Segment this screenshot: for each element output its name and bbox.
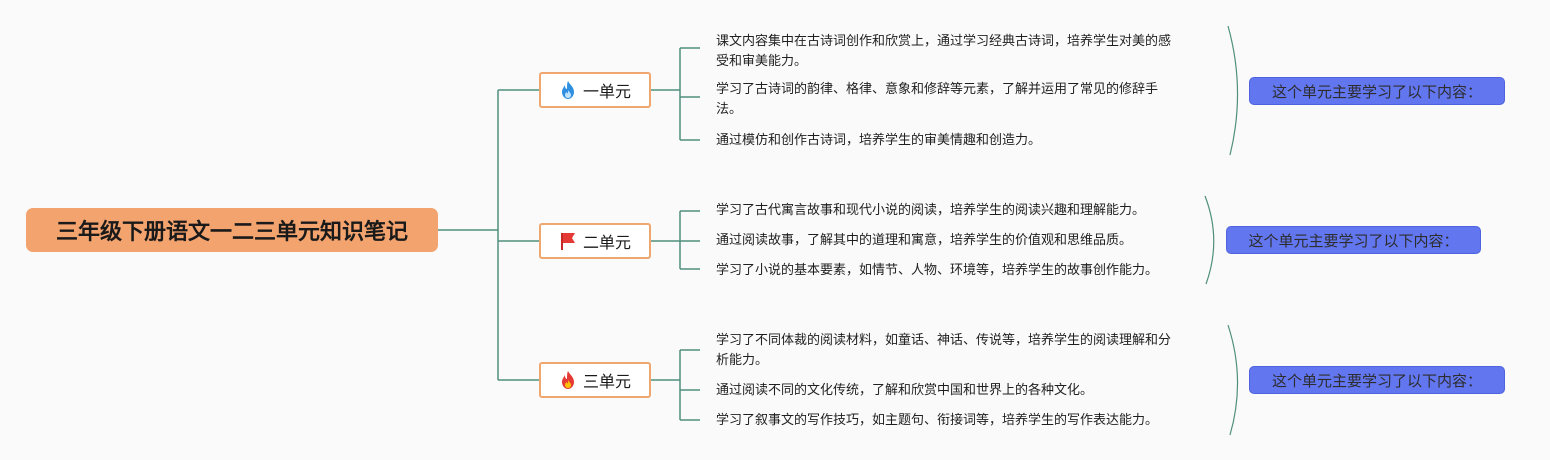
fire-icon — [559, 80, 577, 100]
summary-box-3[interactable]: 这个单元主要学习了以下内容： — [1249, 366, 1505, 394]
summary-box-1[interactable]: 这个单元主要学习了以下内容： — [1249, 77, 1505, 105]
unit-label: 二单元 — [582, 233, 631, 252]
unit-node-3[interactable]: 三单元 — [539, 362, 651, 398]
brace-unit-1 — [1227, 25, 1239, 156]
point-2-3: 学习了小说的基本要素，如情节、人物、环境等，培养学生的故事创作能力。 — [716, 263, 1159, 278]
point-2-2: 通过阅读故事，了解其中的道理和寓意，培养学生的价值观和思维品质。 — [716, 233, 1133, 248]
point-3-3: 学习了叙事文的写作技巧，如主题句、衔接词等，培养学生的写作表达能力。 — [716, 413, 1159, 428]
unit-label: 一单元 — [582, 82, 631, 101]
point-2-1: 学习了古代寓言故事和现代小说的阅读，培养学生的阅读兴趣和理解能力。 — [716, 203, 1146, 218]
summary-box-2[interactable]: 这个单元主要学习了以下内容： — [1226, 226, 1481, 254]
red-flag-icon — [559, 231, 577, 251]
point-3-2: 通过阅读不同的文化传统，了解和欣赏中国和世界上的各种文化。 — [716, 383, 1094, 398]
point-1-2: 学习了古诗词的韵律、格律、意象和修辞等元素，了解并运用了常见的修辞手 法。 — [716, 82, 1159, 117]
unit-label: 三单元 — [582, 372, 631, 391]
unit-node-2[interactable]: 二单元 — [539, 223, 651, 259]
brace-unit-2 — [1204, 195, 1215, 285]
brace-unit-3 — [1227, 324, 1239, 436]
point-3-1: 学习了不同体裁的阅读材料，如童话、神话、传说等，培养学生的阅读理解和分 析能力。 — [716, 333, 1172, 368]
point-1-3: 通过模仿和创作古诗词，培养学生的审美情趣和创造力。 — [716, 133, 1042, 148]
root-title: 三年级下册语文一二三单元知识笔记 — [55, 220, 408, 245]
root-topic[interactable]: 三年级下册语文一二三单元知识笔记 — [26, 208, 438, 252]
unit-node-1[interactable]: 一单元 — [539, 72, 651, 108]
point-1-1: 课文内容集中在古诗词创作和欣赏上，通过学习经典古诗词，培养学生对美的感 受和审美… — [716, 34, 1172, 69]
fire-icon — [559, 370, 577, 390]
